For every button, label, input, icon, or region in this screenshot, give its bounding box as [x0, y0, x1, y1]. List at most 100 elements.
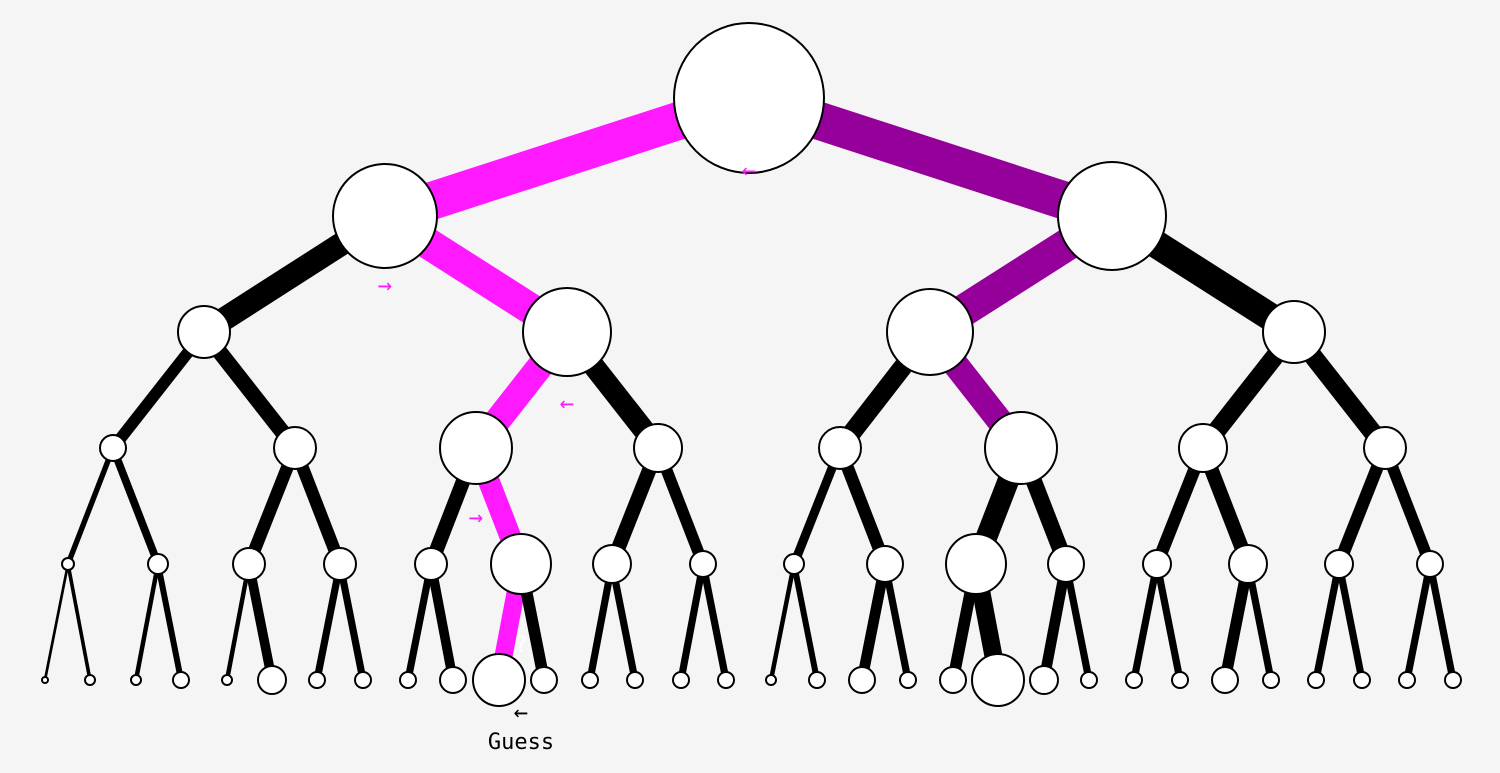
tree-node [84, 674, 96, 686]
tree-edge [313, 563, 344, 681]
tree-edge [426, 563, 458, 681]
tree-edge [856, 562, 891, 682]
tree-node [626, 671, 644, 689]
tree-node [581, 671, 599, 689]
tree-node [1353, 671, 1371, 689]
arrow-right-icon: → [378, 271, 392, 299]
tree-node [41, 676, 49, 684]
tree-node [971, 653, 1025, 707]
tree-edge [1335, 563, 1366, 681]
tree-node [1363, 426, 1407, 470]
tree-edge [133, 563, 161, 681]
tree-edge [43, 563, 70, 681]
tree-node [1057, 161, 1167, 271]
tree-node [61, 557, 75, 571]
tree-node [172, 671, 190, 689]
tree-edges [43, 79, 1457, 682]
tree-node [308, 671, 326, 689]
tree-node [1029, 665, 1059, 695]
tree-edge [66, 563, 92, 681]
tree-node [354, 671, 372, 689]
tree-node [323, 547, 357, 581]
tree-node [633, 423, 683, 473]
tree-node [472, 653, 526, 707]
tree-edge [677, 563, 707, 681]
tree-node [221, 674, 233, 686]
tree-edge [881, 563, 912, 681]
tree-node [232, 547, 266, 581]
tree-edge [65, 447, 116, 565]
tree-node [1125, 671, 1143, 689]
tree-node [765, 674, 777, 686]
tree-edge [791, 563, 820, 681]
tree-node [522, 287, 612, 377]
tree-node [717, 671, 735, 689]
tree-edge [1038, 562, 1072, 682]
tree-node [984, 411, 1058, 485]
tree-node [689, 550, 717, 578]
tree-node [945, 533, 1007, 595]
tree-node [177, 305, 231, 359]
tree-edge [1153, 563, 1184, 681]
tree-edge [699, 563, 730, 681]
tree-node [1262, 671, 1280, 689]
tree-node [808, 671, 826, 689]
tree-node [399, 671, 417, 689]
tree-node [866, 545, 904, 583]
tree-node [592, 544, 632, 584]
tree-node [439, 666, 467, 694]
tree-annotations: ← → ← → ←? Guess [378, 156, 756, 755]
tree-node [439, 411, 513, 485]
tree-node [1178, 423, 1228, 473]
tree-edge [336, 563, 367, 681]
tree-edge [1403, 563, 1434, 681]
guess-label: Guess [488, 730, 554, 755]
tree-node [99, 434, 127, 462]
tree-node [1262, 300, 1326, 364]
tree-node [257, 665, 287, 695]
tree-node [490, 533, 552, 595]
tree-edge [768, 563, 797, 681]
tree-node [332, 163, 438, 269]
tree-node [1324, 549, 1354, 579]
tree-node [1307, 671, 1325, 689]
tree-node [130, 674, 142, 686]
tree-node [672, 671, 690, 689]
tree-node [848, 666, 876, 694]
tree-node [1211, 666, 1239, 694]
tree-edge [244, 563, 277, 681]
tree-root-node [673, 22, 825, 174]
arrow-left-icon: ← [514, 698, 528, 726]
tree-node [1228, 544, 1268, 584]
tree-node [1047, 545, 1085, 583]
tree-node [783, 553, 805, 575]
tree-edge [1312, 563, 1343, 681]
tree-node [939, 666, 967, 694]
tree-node [414, 547, 448, 581]
arrow-right-icon: → [469, 503, 483, 531]
tree-node [1398, 671, 1416, 689]
tree-node [818, 426, 862, 470]
tree-edge [224, 563, 252, 681]
arrow-left-icon: ← [742, 156, 756, 184]
tree-edge [109, 446, 162, 566]
tree-edge [1426, 563, 1457, 681]
tree-edge [404, 563, 435, 681]
tree-edge [1062, 563, 1093, 681]
tree-node [530, 666, 558, 694]
tree-node [1142, 549, 1172, 579]
tree-node [147, 553, 169, 575]
tree-node [1444, 671, 1462, 689]
tree-edge [155, 563, 184, 681]
tree-node [273, 426, 317, 470]
tree-edge [1130, 563, 1161, 681]
tree-node [886, 288, 974, 376]
tree-node [1416, 550, 1444, 578]
tree-node [899, 671, 917, 689]
tree-node [1171, 671, 1189, 689]
tree-nodes [41, 22, 1462, 707]
tree-node [1080, 671, 1098, 689]
arrow-left-icon: ← [560, 389, 574, 417]
unknown-mark: ? [514, 633, 527, 658]
